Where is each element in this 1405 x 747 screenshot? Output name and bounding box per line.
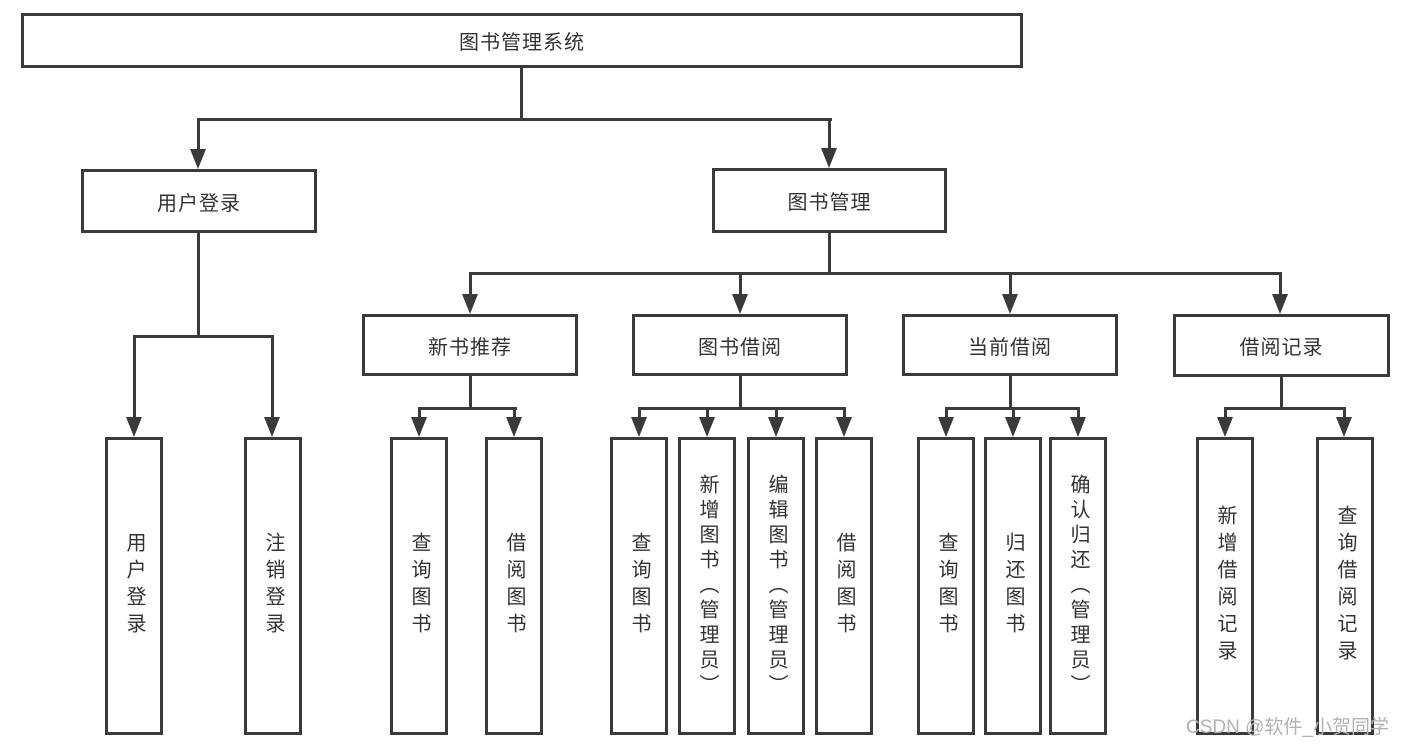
arrow-down-icon xyxy=(1272,294,1288,314)
leaf-label: 新增图书（管理员） xyxy=(696,473,718,699)
connector-line xyxy=(520,68,523,120)
arrow-down-icon xyxy=(768,417,784,437)
node-book-management: 图书管理 xyxy=(712,168,947,233)
connector-line xyxy=(843,409,846,419)
leaf-label: 新增借阅记录 xyxy=(1214,505,1236,667)
leaf-label: 编辑图书（管理员） xyxy=(765,473,787,699)
leaf-label: 查询图书 xyxy=(408,532,430,640)
leaf-borrow-books-recommend: 借阅图书 xyxy=(485,437,543,735)
arrow-down-icon xyxy=(1002,294,1018,314)
arrow-down-icon xyxy=(462,294,478,314)
leaf-query-books-borrow: 查询图书 xyxy=(610,437,668,735)
node-label: 新书推荐 xyxy=(428,336,512,359)
connector-line xyxy=(828,233,831,275)
connector-line xyxy=(1077,409,1080,419)
connector-line xyxy=(1279,274,1282,296)
connector-line xyxy=(513,409,516,419)
connector-line xyxy=(775,409,778,419)
leaf-label: 借阅图书 xyxy=(833,532,855,640)
leaf-label: 查询图书 xyxy=(628,532,650,640)
arrow-down-icon xyxy=(821,148,837,168)
leaf-label: 确认归还（管理员） xyxy=(1067,473,1089,699)
leaf-query-books-current: 查询图书 xyxy=(917,437,975,735)
connector-line xyxy=(133,335,274,338)
node-label: 当前借阅 xyxy=(968,336,1052,359)
arrow-down-icon xyxy=(1005,417,1021,437)
connector-line xyxy=(828,120,831,150)
connector-line xyxy=(706,409,709,419)
connector-line xyxy=(638,407,846,410)
arrow-down-icon xyxy=(836,417,852,437)
arrow-down-icon xyxy=(1217,417,1233,437)
node-borrow-records: 借阅记录 xyxy=(1173,314,1390,377)
arrow-down-icon xyxy=(126,417,142,437)
arrow-down-icon xyxy=(190,149,206,169)
node-root-library-system: 图书管理系统 xyxy=(21,13,1023,68)
connector-line xyxy=(469,376,472,409)
leaf-confirm-return-admin: 确认归还（管理员） xyxy=(1049,437,1107,735)
leaf-return-books: 归还图书 xyxy=(984,437,1042,735)
leaf-label: 查询图书 xyxy=(935,532,957,640)
leaf-edit-book-admin: 编辑图书（管理员） xyxy=(747,437,805,735)
connector-line xyxy=(469,272,1282,275)
connector-line xyxy=(638,409,641,419)
connector-line xyxy=(1280,377,1283,409)
leaf-label: 归还图书 xyxy=(1002,532,1024,640)
connector-line xyxy=(197,118,832,121)
arrow-down-icon xyxy=(264,417,280,437)
arrow-down-icon xyxy=(699,417,715,437)
arrow-down-icon xyxy=(631,417,647,437)
arrow-down-icon xyxy=(1336,417,1352,437)
connector-line xyxy=(1343,409,1346,419)
leaf-add-book-admin: 新增图书（管理员） xyxy=(678,437,736,735)
leaf-user-login: 用户登录 xyxy=(105,437,163,735)
connector-line xyxy=(1224,407,1346,410)
arrow-down-icon xyxy=(732,294,748,314)
node-current-borrow: 当前借阅 xyxy=(902,314,1118,376)
leaf-logout: 注销登录 xyxy=(244,437,302,735)
leaf-query-borrow-record: 查询借阅记录 xyxy=(1316,437,1374,735)
connector-line xyxy=(418,409,421,419)
connector-line xyxy=(133,337,136,419)
connector-line xyxy=(945,407,1080,410)
connector-line xyxy=(739,376,742,409)
node-label: 图书借阅 xyxy=(698,336,782,359)
arrow-down-icon xyxy=(411,417,427,437)
arrow-down-icon xyxy=(938,417,954,437)
arrow-down-icon xyxy=(1070,417,1086,437)
leaf-label: 用户登录 xyxy=(123,532,145,640)
connector-line xyxy=(271,337,274,419)
leaf-borrow-books: 借阅图书 xyxy=(815,437,873,735)
leaf-label: 注销登录 xyxy=(262,532,284,640)
connector-line xyxy=(1224,409,1227,419)
connector-line xyxy=(1009,376,1012,409)
leaf-label: 查询借阅记录 xyxy=(1334,505,1356,667)
node-label: 借阅记录 xyxy=(1239,337,1324,359)
connector-line xyxy=(945,409,948,419)
node-label: 图书管理系统 xyxy=(459,32,585,54)
connector-line xyxy=(197,233,200,337)
node-label: 图书管理 xyxy=(787,192,872,214)
connector-line xyxy=(1012,409,1015,419)
connector-line xyxy=(739,274,742,296)
node-label: 用户登录 xyxy=(157,192,241,215)
node-user-login-group: 用户登录 xyxy=(81,169,317,233)
node-new-book-recommend: 新书推荐 xyxy=(362,314,578,376)
connector-line xyxy=(418,407,517,410)
arrow-down-icon xyxy=(506,417,522,437)
csdn-watermark: CSDN @软件_小贺同学 xyxy=(1186,717,1389,738)
leaf-label: 借阅图书 xyxy=(503,532,525,640)
leaf-query-books-recommend: 查询图书 xyxy=(390,437,448,735)
connector-line xyxy=(1009,274,1012,296)
connector-line xyxy=(197,120,200,151)
leaf-add-borrow-record: 新增借阅记录 xyxy=(1196,437,1254,735)
connector-line xyxy=(469,274,472,296)
node-book-borrow: 图书借阅 xyxy=(632,314,848,376)
